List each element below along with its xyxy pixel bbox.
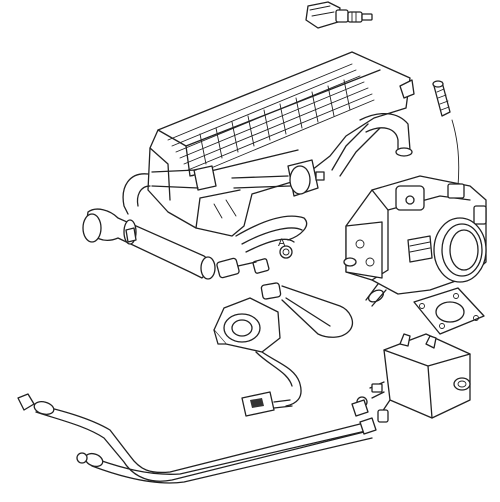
callout-vacuum-hose: A: [235, 215, 308, 259]
duct-clip: [125, 227, 137, 243]
idle-control-valve: [356, 333, 471, 423]
lower-vacuum-hoses: [17, 393, 377, 484]
throttle-gasket: [413, 287, 485, 335]
callout-label: A: [278, 237, 286, 249]
vacuum-sensor: [213, 297, 302, 417]
callout-circle: [279, 245, 293, 259]
upper-bypass-hose: [331, 113, 413, 177]
resonator-canister: [231, 159, 325, 197]
intercooler-outlet-hose: [122, 165, 217, 215]
intercooler: [147, 51, 415, 237]
throttle-body: [343, 175, 487, 295]
pressure-switch: [305, 1, 373, 29]
bolt-upper-right: [432, 80, 460, 187]
middle-fittings: [216, 257, 282, 300]
lower-bypass-hose: [281, 283, 387, 338]
